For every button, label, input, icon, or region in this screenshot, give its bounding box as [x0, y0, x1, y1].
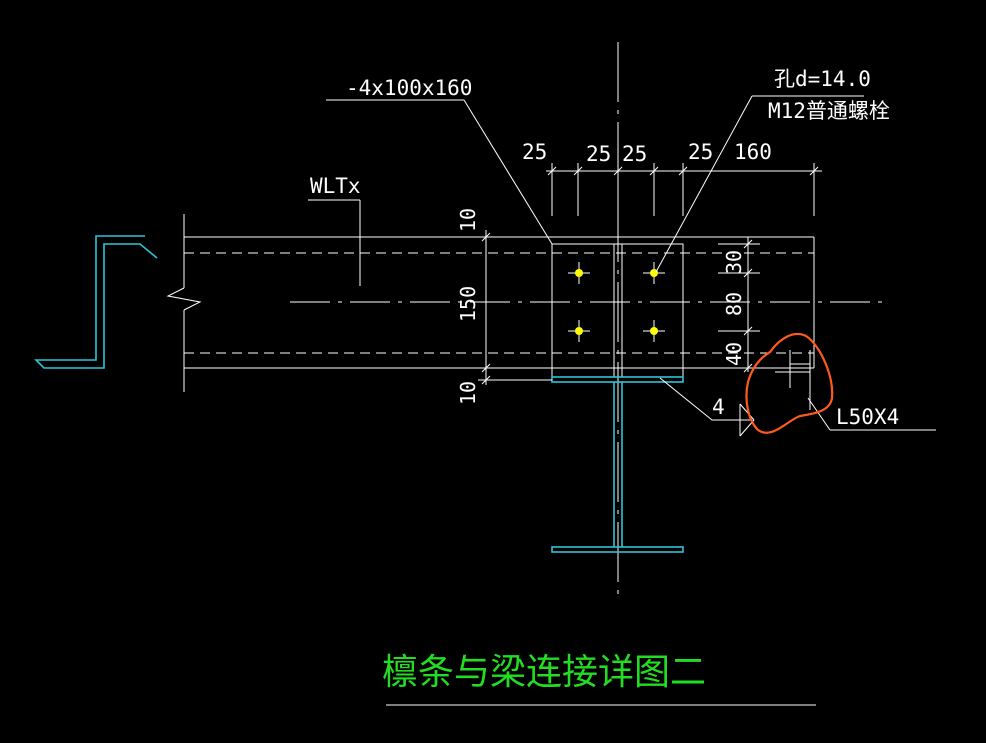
dim-right-1: 30: [722, 250, 746, 274]
angle-section: [775, 350, 811, 410]
drawing-title: 檩条与梁连接详图二: [382, 652, 706, 693]
dim-top-5: 160: [734, 140, 772, 164]
dim-left-1: 10: [456, 208, 480, 232]
top-dimension-chain: 25 25 25 25 160: [522, 140, 822, 216]
markup-cloud: [745, 332, 834, 434]
dim-left-3: 10: [456, 381, 480, 405]
left-dimension-chain: 10 150 10: [456, 208, 552, 405]
dim-right-3: 40: [722, 342, 746, 366]
leader-lines: [308, 95, 936, 437]
weld-label: 4: [712, 395, 725, 419]
dim-top-1: 25: [522, 140, 547, 164]
bolt: [568, 320, 590, 342]
steel-beam: [551, 376, 684, 553]
angle-label: L50X4: [836, 405, 899, 429]
purlin-elevation: [166, 214, 884, 392]
z-purlin-section: [34, 235, 158, 369]
bolt: [643, 320, 665, 342]
hole-label: 孔d=14.0: [774, 67, 871, 91]
bolt: [568, 262, 590, 284]
purlin-label: WLTx: [310, 174, 361, 198]
dim-top-4: 25: [688, 140, 713, 164]
bolt: [643, 262, 665, 284]
dim-left-2: 150: [456, 286, 480, 322]
right-dimension-chain: 30 80 40: [718, 237, 760, 373]
dim-top-2: 25: [586, 142, 611, 166]
plate-label: -4x100x160: [346, 76, 472, 100]
dim-right-2: 80: [722, 292, 746, 316]
bolt-label: M12普通螺栓: [768, 99, 890, 123]
dim-top-3: 25: [622, 142, 647, 166]
